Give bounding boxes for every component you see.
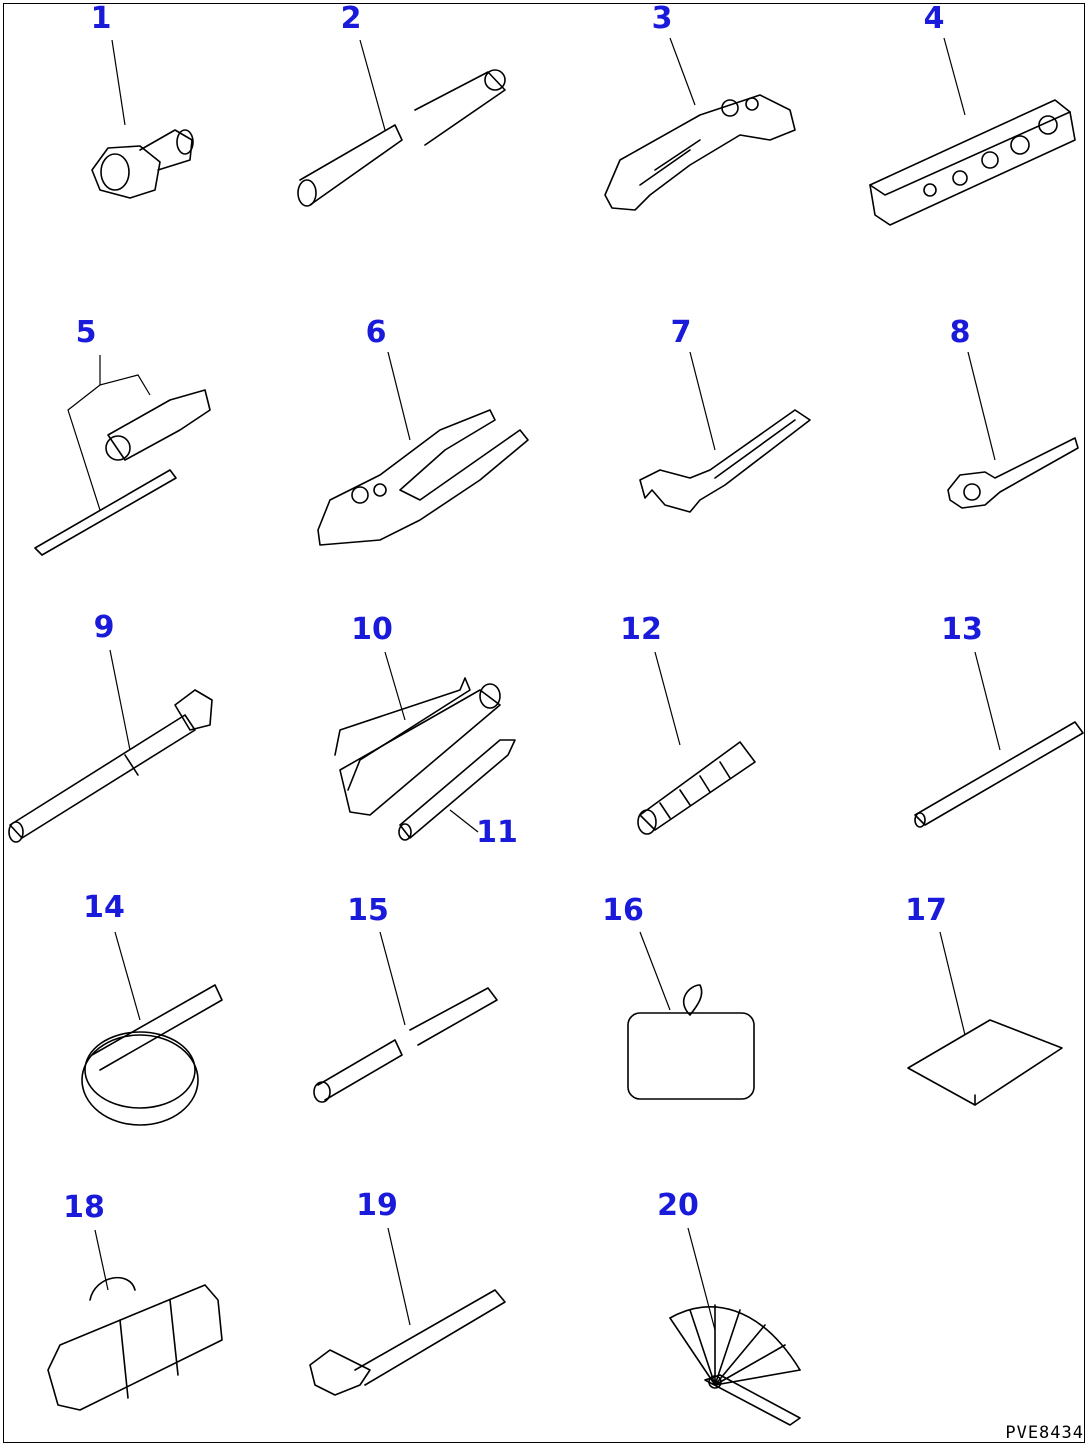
filter-wrench-icon xyxy=(81,984,223,1126)
callout-number: 2 xyxy=(340,1,362,36)
callout-number: 3 xyxy=(651,1,673,36)
bar-icon xyxy=(297,69,506,207)
callout-number: 14 xyxy=(83,890,125,925)
hose-icon xyxy=(637,741,756,835)
nozzle-icon xyxy=(398,739,516,841)
socket-and-rod-icon xyxy=(34,389,211,556)
callout-number: 15 xyxy=(347,893,389,928)
bar-icon-2 xyxy=(313,987,498,1103)
wrench-icon xyxy=(639,409,811,513)
box-wrench-icon xyxy=(8,689,213,843)
feeler-gauge-icon xyxy=(669,1304,801,1426)
adjustable-wrench-icon xyxy=(604,94,796,211)
callout-number: 20 xyxy=(657,1188,699,1223)
callout-number: 5 xyxy=(75,315,97,350)
callout-number: 17 xyxy=(905,893,947,928)
callout-number: 6 xyxy=(365,315,387,350)
pliers-icon xyxy=(317,409,529,546)
callout-number: 7 xyxy=(670,315,692,350)
callout-number: 1 xyxy=(90,1,112,36)
drawing-code: PVE8434 xyxy=(1005,1423,1084,1443)
bag-icon xyxy=(627,984,755,1100)
grease-gun-icon xyxy=(334,677,501,816)
callout-number: 4 xyxy=(923,1,945,36)
callout-number: 9 xyxy=(93,610,115,645)
spanner-icon xyxy=(947,437,1079,509)
callout-number: 19 xyxy=(356,1188,398,1223)
drawing-frame xyxy=(3,3,1085,1443)
callout-number: 16 xyxy=(602,893,644,928)
callout-number: 11 xyxy=(476,815,518,850)
callout-number: 13 xyxy=(941,612,983,647)
sheet-icon xyxy=(907,1019,1063,1106)
hammer-icon xyxy=(309,1289,506,1396)
socket-adapter-icon xyxy=(91,129,194,199)
callout-number: 18 xyxy=(63,1190,105,1225)
screwdriver-icon xyxy=(914,721,1084,828)
socket-set-icon xyxy=(869,99,1076,226)
callout-number: 10 xyxy=(351,612,393,647)
tool-case-icon xyxy=(47,1276,223,1411)
leader-lines xyxy=(67,37,1001,1331)
callout-number: 12 xyxy=(620,612,662,647)
callout-number: 8 xyxy=(949,315,971,350)
